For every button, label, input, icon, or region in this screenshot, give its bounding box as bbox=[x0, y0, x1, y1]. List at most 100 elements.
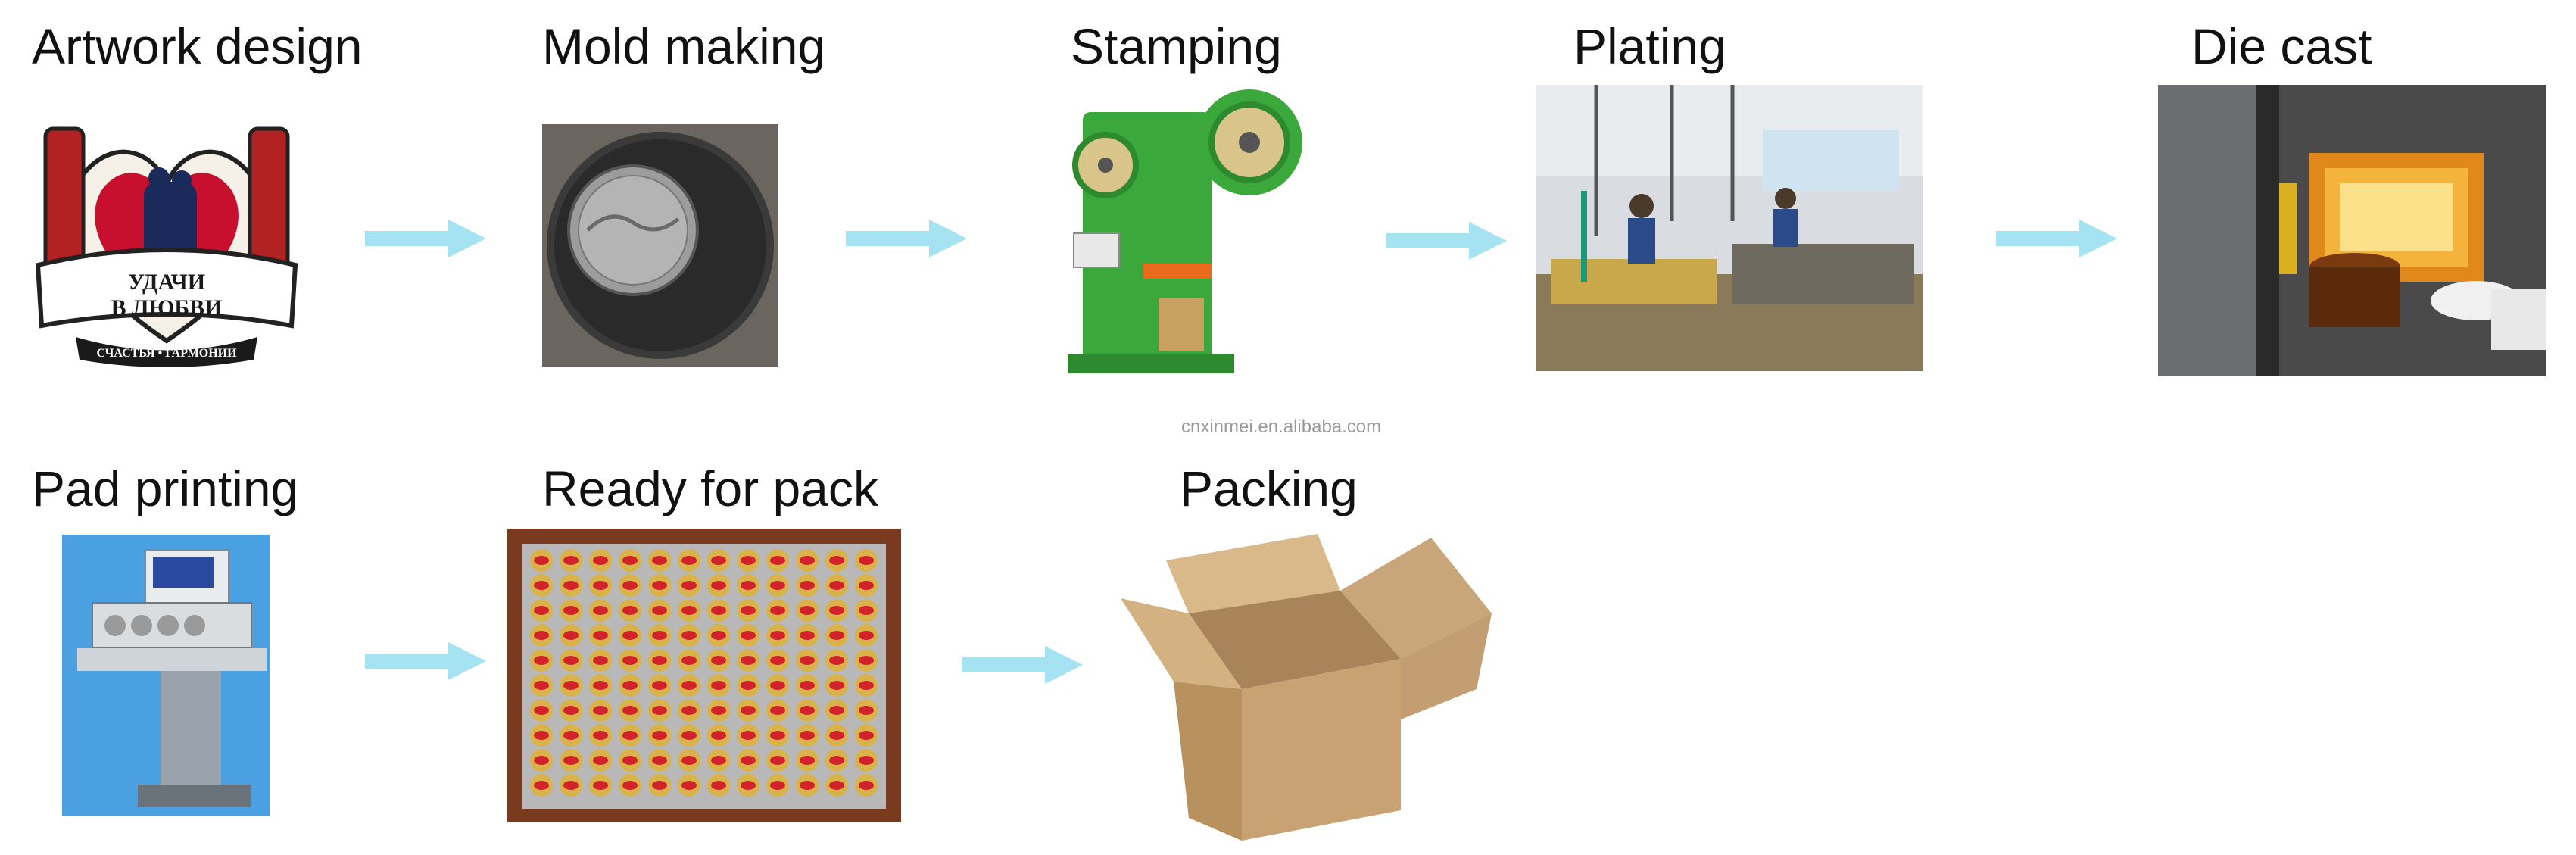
coin-inlay bbox=[829, 556, 844, 565]
label-stamping: Stamping bbox=[1071, 18, 1282, 74]
right-arrow-icon bbox=[846, 216, 967, 261]
coin-inlay bbox=[829, 706, 844, 715]
coin-inlay bbox=[770, 731, 785, 740]
coin-inlay bbox=[800, 731, 815, 740]
coin-inlay bbox=[622, 706, 638, 715]
label-pad-printing: Pad printing bbox=[32, 460, 299, 516]
coin-inlay bbox=[711, 681, 726, 690]
coin-inlay bbox=[622, 731, 638, 740]
coin-inlay bbox=[681, 656, 697, 665]
coin-inlay bbox=[711, 556, 726, 565]
coin-inlay bbox=[681, 781, 697, 790]
coin-inlay bbox=[770, 781, 785, 790]
artwork-design-image: УДАЧИ В ЛЮБВИ СЧАСТЬЯ • ГАРМОНИИ bbox=[30, 114, 303, 370]
coin-inlay bbox=[770, 556, 785, 565]
plating-image bbox=[1536, 85, 1923, 371]
coin-inlay bbox=[741, 706, 756, 715]
coin-inlay bbox=[741, 656, 756, 665]
coin-inlay bbox=[800, 556, 815, 565]
coin-inlay bbox=[741, 556, 756, 565]
stamping-image bbox=[1053, 82, 1310, 377]
coin-inlay bbox=[534, 681, 549, 690]
coin-inlay bbox=[741, 756, 756, 765]
coin-inlay bbox=[829, 631, 844, 640]
coin-inlay bbox=[534, 581, 549, 590]
coin-inlay bbox=[770, 756, 785, 765]
coin-inlay bbox=[829, 756, 844, 765]
coin-inlay bbox=[829, 681, 844, 690]
label-artwork-design: Artwork design bbox=[32, 18, 363, 74]
coin-inlay bbox=[563, 556, 579, 565]
coin-inlay bbox=[800, 706, 815, 715]
label-mold-making: Mold making bbox=[542, 18, 826, 74]
coin-inlay bbox=[652, 656, 667, 665]
coin-inlay bbox=[770, 606, 785, 615]
badge-text-line2: В ЛЮБВИ bbox=[111, 295, 223, 320]
coin-inlay bbox=[593, 731, 608, 740]
coin-inlay bbox=[681, 606, 697, 615]
coin-inlay bbox=[829, 731, 844, 740]
coin-inlay bbox=[770, 581, 785, 590]
coin-inlay bbox=[652, 606, 667, 615]
coin-inlay bbox=[534, 631, 549, 640]
coin-inlay bbox=[681, 756, 697, 765]
coin-inlay bbox=[681, 556, 697, 565]
coin-inlay bbox=[829, 581, 844, 590]
coin-inlay bbox=[622, 556, 638, 565]
label-ready-for-pack: Ready for pack bbox=[542, 460, 878, 516]
coin-inlay bbox=[681, 581, 697, 590]
coin-inlay bbox=[593, 781, 608, 790]
coin-inlay bbox=[652, 681, 667, 690]
coin-inlay bbox=[711, 631, 726, 640]
coin-inlay bbox=[711, 781, 726, 790]
watermark-text: cnxinmei.en.alibaba.com bbox=[1181, 417, 1382, 437]
coin-inlay bbox=[741, 606, 756, 615]
coin-inlay bbox=[563, 581, 579, 590]
coin-inlay bbox=[563, 681, 579, 690]
coin-inlay bbox=[534, 656, 549, 665]
coin-inlay bbox=[859, 556, 874, 565]
coin-inlay bbox=[859, 756, 874, 765]
coin-inlay bbox=[563, 731, 579, 740]
coin-inlay bbox=[622, 581, 638, 590]
coin-inlay bbox=[622, 606, 638, 615]
coin-inlay bbox=[563, 606, 579, 615]
coin-inlay bbox=[563, 756, 579, 765]
coin-inlay bbox=[534, 756, 549, 765]
coin-inlay bbox=[859, 631, 874, 640]
coin-inlay bbox=[800, 756, 815, 765]
coin-inlay bbox=[859, 656, 874, 665]
right-arrow-icon bbox=[365, 638, 486, 684]
coin-inlay bbox=[534, 781, 549, 790]
coin-inlay bbox=[534, 606, 549, 615]
coin-inlay bbox=[859, 706, 874, 715]
coin-inlay bbox=[652, 781, 667, 790]
coin-inlay bbox=[622, 681, 638, 690]
right-arrow-icon bbox=[962, 642, 1083, 688]
mold-making-image bbox=[542, 124, 778, 367]
coin-inlay bbox=[563, 656, 579, 665]
coin-inlay bbox=[563, 631, 579, 640]
coin-inlay bbox=[593, 581, 608, 590]
coin-inlay bbox=[859, 581, 874, 590]
coin-inlay bbox=[681, 631, 697, 640]
coin-inlay bbox=[622, 756, 638, 765]
coin-inlay bbox=[711, 581, 726, 590]
coin-inlay bbox=[741, 681, 756, 690]
coin-inlay bbox=[593, 556, 608, 565]
coin-inlay bbox=[800, 581, 815, 590]
die-cast-image bbox=[2158, 85, 2546, 376]
coin-inlay bbox=[593, 606, 608, 615]
coin-inlay bbox=[859, 606, 874, 615]
coin-inlay bbox=[593, 706, 608, 715]
coin-inlay bbox=[534, 556, 549, 565]
right-arrow-icon bbox=[365, 216, 486, 261]
coin-inlay bbox=[534, 731, 549, 740]
badge-ribbon-text: СЧАСТЬЯ • ГАРМОНИИ bbox=[96, 347, 237, 360]
packing-box-image bbox=[1113, 530, 1507, 848]
coin-inlay bbox=[652, 631, 667, 640]
coin-inlay bbox=[622, 631, 638, 640]
coin-inlay bbox=[593, 656, 608, 665]
coin-inlay bbox=[800, 781, 815, 790]
coin-inlay bbox=[800, 606, 815, 615]
